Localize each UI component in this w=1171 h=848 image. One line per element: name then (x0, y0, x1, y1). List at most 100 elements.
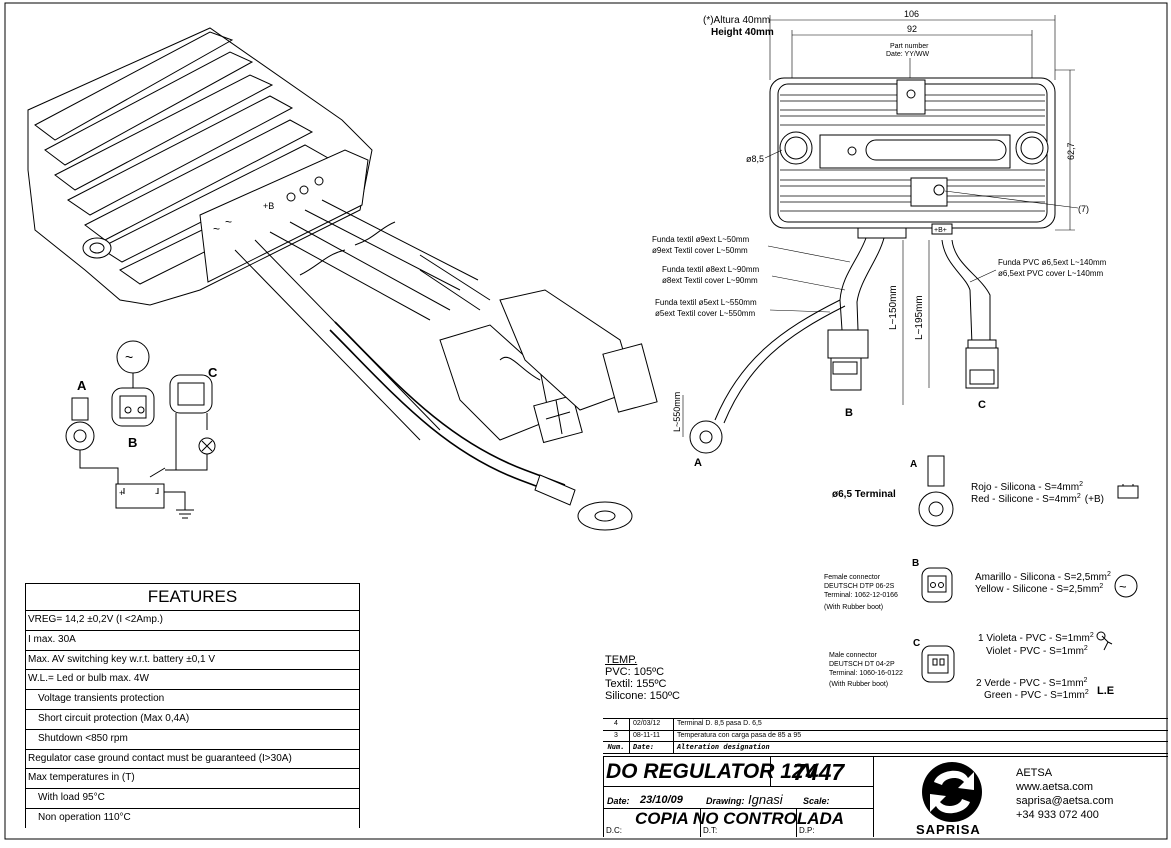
title-block: DO REGULATOR 12V 7447 Date: 23/10/09 Dra… (603, 756, 1168, 837)
connector-b-boot: (With Rubber boot) (824, 604, 883, 611)
wire-violet-en: Violet - PVC - S=1mm2 (986, 645, 1088, 657)
svg-text:~: ~ (1119, 579, 1127, 594)
dim-l150: L~150mm (888, 285, 899, 330)
top-label-a: A (694, 457, 702, 469)
height-en: Height 40mm (711, 27, 774, 38)
date-code-label: Date: YY/WW (886, 51, 929, 58)
dim-hole: ø8,5 (746, 154, 764, 164)
revision-header-num: Num. (603, 742, 630, 753)
wire-red-en: Red - Silicone - S=4mm2(+B) (971, 493, 1104, 505)
revision-header-date: Date: (630, 742, 674, 753)
ac-symbol-left: ~ (213, 222, 220, 236)
svg-text:~: ~ (225, 215, 232, 229)
detail-label-c: C (913, 638, 920, 649)
dp-label: D.P: (799, 826, 815, 835)
temp-pvc: PVC: 105ºC (605, 666, 665, 678)
connector-c-boot: (With Rubber boot) (829, 681, 888, 688)
feature-row: Non operation 110°C (38, 811, 131, 823)
drawing-date: 23/10/09 (640, 794, 683, 806)
connector-c-model: DEUTSCH DT 04-2P (829, 661, 895, 668)
dt-label: D.T: (703, 826, 718, 835)
dim-width-total: 106 (904, 9, 919, 19)
top-label-c: C (978, 399, 986, 411)
revision-desc: Terminal D. 8,5 pasa D. 6,5 (677, 720, 762, 727)
schematic-label-b: B (128, 435, 137, 450)
dim-l550: L~550mm (672, 392, 682, 432)
drawing-author: Ignasi (748, 792, 783, 807)
logo-text: SAPRISA (916, 822, 981, 837)
connector-c-type: Male connector (829, 652, 878, 659)
cover-c-es: Funda textil ø5ext L~550mm (655, 298, 757, 307)
product-title: DO REGULATOR 12V (606, 760, 818, 783)
feature-row: Shutdown <850 rpm (26, 730, 359, 750)
part-number-label: Part number (890, 43, 929, 50)
cover-a-en: ø9ext Textil cover L~50mm (652, 246, 748, 255)
temp-silicone: Silicone: 150ºC (605, 690, 680, 702)
terminal-details: A ø6,5 Terminal Rojo - Silicona - S=4mm2… (824, 455, 1139, 701)
top-label-b: B (845, 407, 853, 419)
feature-row: Regulator case ground contact must be gu… (26, 750, 359, 770)
revision-row: 4 02/03/12 Terminal D. 8,5 pasa D. 6,5 (603, 719, 1168, 731)
revisions-table: 4 02/03/12 Terminal D. 8,5 pasa D. 6,5 3… (603, 718, 1168, 754)
wiring-schematic: ~ A B C + - (65, 340, 218, 519)
feature-row: VREG= 14,2 ±0,2V (I <2Amp.) (26, 611, 359, 631)
drawing-label: Drawing: (706, 796, 745, 806)
company-email: saprisa@aetsa.com (1016, 795, 1114, 807)
wire-yellow-es: Amarillo - Silicona - S=2,5mm2 (975, 571, 1111, 583)
cover-d-es: Funda PVC ø6,5ext L~140mm (998, 258, 1107, 267)
company-name: AETSA (1016, 767, 1053, 779)
saprisa-logo-icon (922, 762, 982, 822)
label-le: L.E (1097, 685, 1114, 697)
dc-label: D.C: (606, 826, 622, 835)
schematic-label-a: A (77, 378, 87, 393)
dim-l195: L~195mm (914, 295, 925, 340)
temp-title: TEMP. (605, 654, 638, 666)
company-phone: +34 933 072 400 (1016, 809, 1099, 821)
cover-a-es: Funda textil ø9ext L~50mm (652, 235, 749, 244)
feature-row: I max. 30A (26, 631, 359, 651)
wire-green-es: 2 Verde - PVC - S=1mm2 (976, 677, 1088, 689)
wire-yellow-en: Yellow - Silicone - S=2,5mm2 (975, 583, 1103, 595)
cover-b-en: ø8ext Textil cover L~90mm (662, 276, 758, 285)
scale-label: Scale: (803, 796, 830, 806)
cover-b-es: Funda textil ø8ext L~90mm (662, 265, 759, 274)
connector-b-terminal: Terminal: 1062-12-0166 (824, 592, 898, 599)
feature-row: With load 95°C (26, 789, 359, 809)
svg-text:~: ~ (125, 349, 133, 365)
svg-text:+B+: +B+ (934, 227, 947, 234)
height-es: (*)Altura 40mm (703, 15, 770, 26)
schematic-label-c: C (208, 365, 218, 380)
dim-width-inner: 92 (907, 24, 917, 34)
feature-row: Max. AV switching key w.r.t. battery ±0,… (26, 651, 359, 671)
detail-label-b: B (912, 558, 919, 569)
product-code: 7447 (793, 759, 845, 785)
svg-text:+: + (119, 488, 124, 498)
temp-textil: Textil: 155ºC (605, 678, 667, 690)
regulator-3d-view: ~ ~ +B (27, 27, 658, 531)
temperature-block: TEMP. PVC: 105ºC Textil: 155ºC Silicone:… (605, 654, 680, 702)
feature-row: Max temperatures in (T) (26, 769, 359, 790)
cover-d-en: ø6,5ext PVC cover L~140mm (998, 269, 1103, 278)
revision-num: 4 (603, 719, 630, 730)
feature-row: W.L.= Led or bulb max. 4W (26, 670, 359, 691)
detail-label-a: A (910, 459, 917, 470)
feature-row: Voltage transients protection (26, 690, 359, 710)
terminal-title: ø6,5 Terminal (832, 489, 896, 500)
sheet-border (4, 2, 1168, 840)
date-label: Date: (607, 796, 630, 806)
company-web: www.aetsa.com (1016, 781, 1094, 793)
dim-height-side: 62,7 (1066, 142, 1076, 160)
revision-date: 08-11-11 (630, 730, 674, 741)
connector-b-type: Female connector (824, 574, 881, 581)
regulator-top-view: 106 92 62,7 (*)Altura 40mm Height 40mm P… (652, 9, 1107, 469)
revision-num: 3 (603, 730, 630, 741)
key-icon (1101, 635, 1113, 651)
feature-row: Short circuit protection (Max 0,4A) (26, 710, 359, 730)
wire-green-en: Green - PVC - S=1mm2 (984, 689, 1089, 701)
plus-b-marking: +B (263, 201, 274, 211)
connector-b-model: DEUTSCH DTP 06-2S (824, 583, 895, 590)
cover-c-en: ø5ext Textil cover L~550mm (655, 309, 755, 318)
revision-desc: Temperatura con carga pasa de 85 a 95 (677, 731, 802, 739)
